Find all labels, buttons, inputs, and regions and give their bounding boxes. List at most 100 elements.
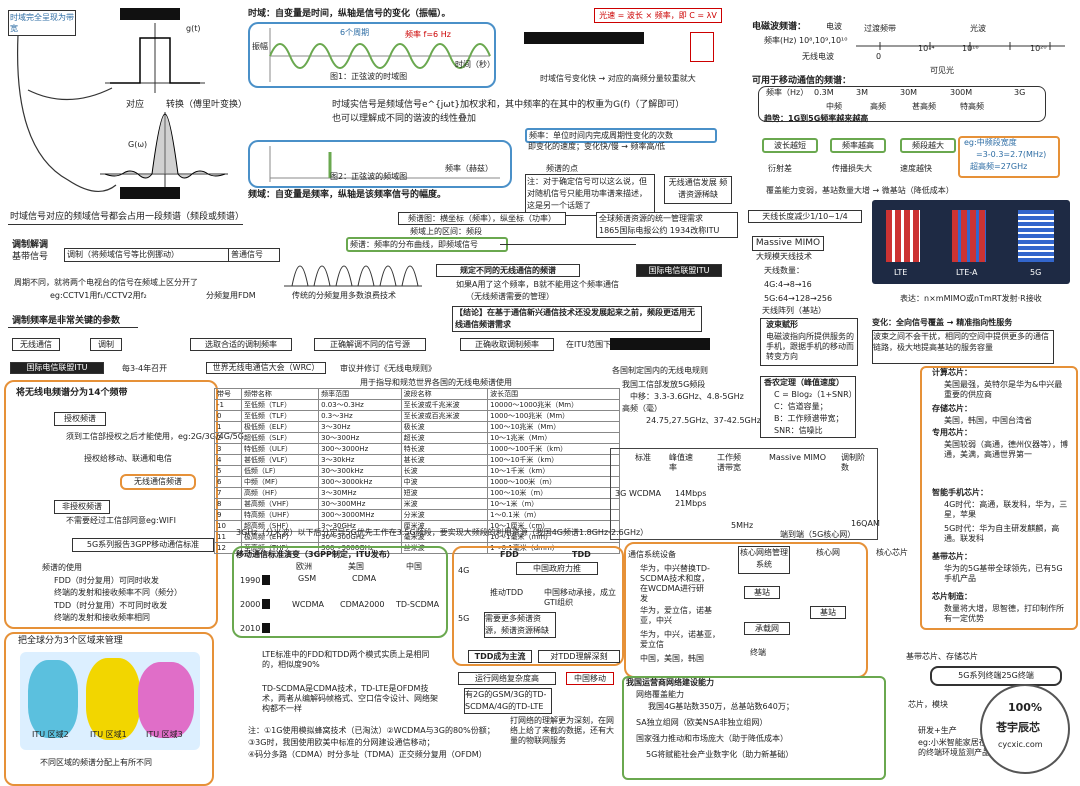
band-table-cell: 100～10兆米（Mm） <box>487 421 620 433</box>
fdd-tdd-panel <box>452 546 624 666</box>
phone-title: 智能手机芯片： <box>932 488 988 497</box>
eg-mid2: =3-0.3=2.7(MHz) <box>976 150 1047 159</box>
band-table-cell: 8 <box>214 498 242 510</box>
notes-line2: ③3G时，我国使用欧美中标准的分网建设通信移动； <box>248 738 435 747</box>
ops-bases: 我国4G基站数350万，总基站数640万； <box>648 702 794 711</box>
em-wave: 电波 <box>826 22 842 31</box>
band-table-cell: 10000～1000兆米（Mm） <box>487 399 620 411</box>
band-note-box: 注：对于确定信号可以这么说，但对随机信号只能用功率谱来描述，这是另一个话题了 <box>525 174 655 216</box>
chip-panel <box>920 366 1078 630</box>
lightspeed-box: 光速 = 波长 × 频率，即 C = λV <box>594 8 722 23</box>
beam-title: 波束赋形 <box>766 320 798 329</box>
redaction-bar <box>610 338 710 350</box>
eg-mid-box <box>958 136 1060 178</box>
compare-bw: 5MHz <box>731 521 754 530</box>
ops-note-box: 有2G的GSM/3G的TD-SCDMA/4G的TD-LTE <box>464 688 552 714</box>
unauth-note: 不需要经过工信部同意eg:WIFI <box>66 516 176 525</box>
freq-band-box: 频谱：频率的分布曲线，即频域信号 <box>346 237 508 252</box>
em-trans: 过渡频带 <box>864 24 896 33</box>
band-table-cell: -1 <box>214 399 242 411</box>
fdd-main3: 中国移动承接，成立GTI组织 <box>544 588 616 607</box>
frequency-box: 频率：单位时间内完成周期性变化的次数 <box>525 128 717 143</box>
antenna-images: LTE LTE-A 5G <box>872 200 1070 284</box>
band-table-cell: 10～1米（m） <box>487 498 620 510</box>
fdd-head: FDD <box>500 550 519 559</box>
band-table-cell: 100～10千米（km） <box>487 454 620 466</box>
ant-nums-5g: 5G:64→128→256 <box>764 294 833 303</box>
shannon-c: C：信道容量； <box>774 402 828 411</box>
beam-trans: 天线阵列（基站） <box>762 306 826 315</box>
band-table-cell: 高频（HF） <box>240 487 320 499</box>
huawei-note3: 华为，中兴，诺基亚，爱立信 <box>640 630 720 649</box>
base-box-2: 基站 <box>810 606 846 619</box>
region-title: 把全球分为3个区域来管理 <box>18 636 123 646</box>
tdd-label: TDD（时分复用）不可同时收发 <box>54 601 168 610</box>
mimo-desc: 大规模天线技术 <box>756 252 812 261</box>
chain-step-4: 正确解调不同的信号源 <box>314 338 426 351</box>
flow-arrow <box>16 34 117 192</box>
tdd-adv-box: TDD成为主流 <box>468 650 532 663</box>
band-table-cell: 100～10米（m） <box>487 487 620 499</box>
tdd-eval-box: 需要更多频谱资源，频谱资源稀缺 <box>484 612 556 638</box>
em-title: 电磁波频谱： <box>752 22 807 32</box>
mimo-dev: 表达：n×mMIMO或nTmRT发射·R接收 <box>900 294 1042 303</box>
huawei-note: 华为，中兴替换TD-SCDMA技术和度，在WCDMA进行研发 <box>640 564 710 603</box>
antenna-box: 天线长度减少1/10~1/4 <box>748 210 862 223</box>
band-table-cell: 2 <box>214 432 242 444</box>
fourier-label: 转换（傅里叶变换） <box>166 100 248 110</box>
em-spectrum-axis <box>856 42 1065 50</box>
shannon-snr: SNR：信噪比 <box>774 426 823 435</box>
itu-china: 在ITU范围下 <box>566 340 612 349</box>
band-table-cell: 至长波或千兆米波 <box>400 399 489 411</box>
std-col-cn: 中国 <box>406 562 422 571</box>
em-visible: 可见光 <box>930 66 954 75</box>
time-freq-change: 时域信号变化快 → 对应的高频分量较重就大 <box>540 74 696 83</box>
fig2-caption: 图2：正弦波的频域图 <box>330 172 408 181</box>
compare-col-mimo: Massive MIMO <box>769 453 827 462</box>
band-table-cell: 甚低频（VLF） <box>240 454 320 466</box>
lte-a-antenna-icon <box>952 210 986 262</box>
shannon-box <box>760 376 856 438</box>
wrc-box: 世界无线电通信大会（WRC） <box>206 362 326 374</box>
standard-5g-box: 5G系列报告3GPP移动通信标准 <box>72 538 214 552</box>
special-list: 美国较弱（高通，德州仪器等），博通，美满，高通世界第一 <box>944 440 1068 459</box>
fdd-main2: 推动TDD <box>490 588 524 597</box>
band-table-header-cell: 波长范围 <box>487 388 620 400</box>
band-table-cell: 30～300Hz <box>318 432 402 444</box>
ran-label: 端到端（5G核心网） <box>780 530 856 539</box>
region-2-shape <box>28 660 78 738</box>
freq-domain-def: 频域：自变量是频率，纵轴是该频率信号的幅度。 <box>248 190 447 200</box>
band-table-header: 带号频带名称频率范围波段名称波长范围 <box>214 388 620 400</box>
tdd-desc: 终端的发射和接收频率相同 <box>54 613 150 622</box>
baseband-label: 基带信号 <box>12 252 49 262</box>
chip-title: 计算芯片： <box>932 368 972 377</box>
compare-peak: 14Mbps 21Mbps <box>675 489 707 508</box>
beam-note: 电磁波指向所提供服务的手机，跟据手机的移动而转变方向 <box>766 332 854 361</box>
fdd-main-box: 中国政府力推 <box>516 562 598 575</box>
band-table-cell: 10～1千米（km） <box>487 465 620 477</box>
compare-mod: 16QAM <box>851 519 880 528</box>
mob-axis-box <box>758 86 1046 122</box>
notes-line3: ④码分多路（CDMA）时分多址（TDMA）正交频分复用（OFDM） <box>248 750 487 759</box>
std-gsm: GSM <box>298 574 317 583</box>
band-table-cell: 3～30Hz <box>318 421 402 433</box>
mob-axis-label: 频率（Hz） <box>766 88 809 97</box>
auth-note2: 授权给移动、联通和电信 <box>84 454 172 463</box>
channel-box: 普通信号 <box>228 248 280 262</box>
eg-mid3: 超高频=27GHz <box>970 162 1028 171</box>
itu-org-box: 国际电信联盟ITU <box>10 362 104 374</box>
ops-national: 国家强力推动和市场庞大（助于降低成本） <box>636 734 788 743</box>
space-div-box: 波束之间不会干扰，相同的空间中提供更多的通信链路，极大地提高基站的服务容量 <box>872 330 1054 364</box>
chip-mfg-title: 芯片制造： <box>932 592 972 601</box>
rules-question2: （无线频谱需要的管理） <box>466 292 554 301</box>
bearer-box: 承载网 <box>744 622 790 635</box>
gen5g-label: 5G <box>458 614 470 623</box>
mob-band-1: 高频 <box>870 102 886 111</box>
fdd-label: FDD（时分复用）可同时收发 <box>54 576 159 585</box>
modulate-box: 调制（将频域信号等比例挪动） <box>64 248 230 262</box>
lte-note: LTE标准中的FDD和TDD两个模式实质上是相同的，相似度90% <box>262 650 430 669</box>
band-table-cell: 至长波或百兆米波 <box>400 410 489 422</box>
std-col-us: 美国 <box>348 562 364 571</box>
fdd-tdd-title: 频谱的使用 <box>42 563 82 572</box>
